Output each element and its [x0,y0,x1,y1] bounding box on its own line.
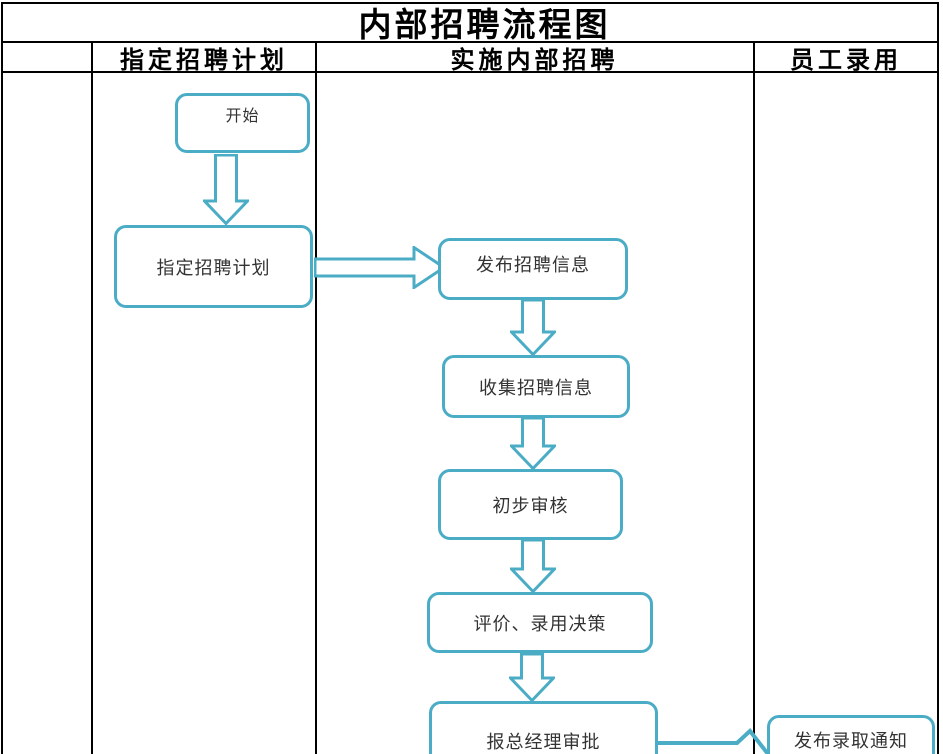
arrow-review-to-decide-icon [510,539,556,593]
flow-node-collect: 收集招聘信息 [442,355,630,418]
flow-node-notice: 发布录取通知 [767,715,935,754]
flow-node-start: 开始 [175,93,310,153]
arrow-publish-to-collect-icon [510,299,556,356]
table-line-below-title [1,41,939,43]
table-border-left [1,2,3,754]
arrow-start-to-plan-icon [203,154,249,225]
column-header-implement: 实施内部招聘 [450,47,619,74]
arrow-plan-to-publish-icon [314,246,446,289]
column-header-hire: 员工录用 [790,47,902,74]
flow-node-review: 初步审核 [438,469,623,540]
table-line-below-header [1,71,939,73]
column-header-plan: 指定招聘计划 [120,47,288,74]
arrow-decide-to-approve-icon [509,653,555,702]
table-border-right [937,2,939,754]
lane-divider-2 [315,41,317,754]
flow-node-approve: 报总经理审批 [429,701,658,754]
arrow-collect-to-review-icon [510,417,556,470]
arrow-approve-to-notice-icon [655,728,770,754]
flow-node-decide: 评价、录用决策 [427,592,653,653]
flow-node-publish: 发布招聘信息 [438,238,628,300]
table-border-top [1,2,939,4]
flow-node-plan: 指定招聘计划 [114,225,313,308]
page-title: 内部招聘流程图 [358,8,611,44]
lane-divider-3 [753,41,755,754]
lane-divider-1 [91,41,93,754]
